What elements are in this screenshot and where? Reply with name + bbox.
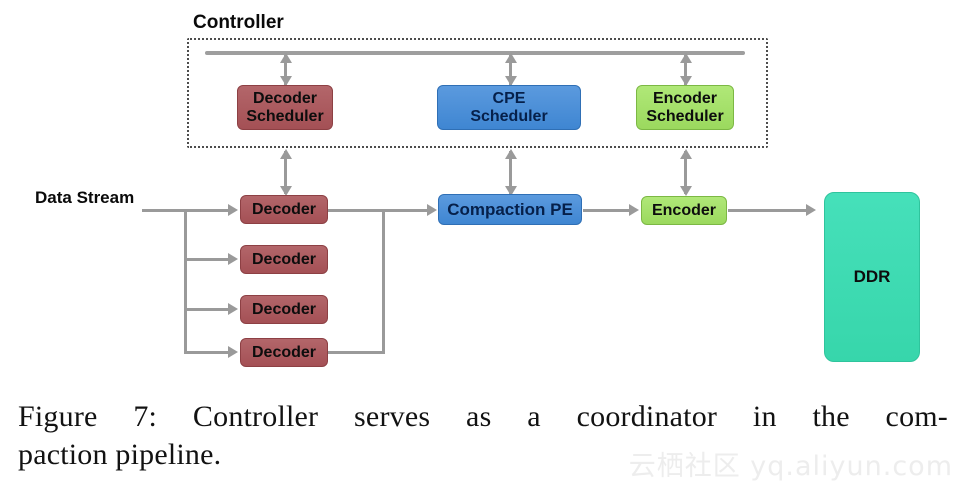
encoder-to-ddr-line: [728, 209, 806, 212]
bus-to-encoder-scheduler-arrow-down: [680, 76, 692, 86]
bus-to-cpe-scheduler-arrow-down: [505, 76, 517, 86]
controller-label: Controller: [193, 12, 284, 33]
decoder-box-1[interactable]: Decoder: [240, 195, 328, 224]
controller-bus-line: [205, 51, 745, 55]
decoder-scheduler-to-decoder-arrow-up: [280, 149, 292, 159]
data-stream-input-arrow: [228, 204, 238, 216]
caption-line-2: paction pipeline.: [18, 438, 222, 472]
encoder-scheduler-to-encoder-arrow-down: [680, 186, 692, 196]
encoder-scheduler-to-encoder-line: [684, 151, 687, 194]
bus-to-decoder-scheduler-line: [284, 55, 287, 85]
branch-line-decoder-4: [184, 351, 228, 354]
compaction-pe-to-encoder-line: [583, 209, 629, 212]
bus-to-decoder-scheduler-arrow-up: [280, 53, 292, 63]
encoder-scheduler-to-encoder-arrow-up: [680, 149, 692, 159]
encoder-to-ddr-arrow: [806, 204, 816, 216]
branch-arrow-decoder-4: [228, 346, 238, 358]
watermark: 云栖社区 yq.aliyun.com: [628, 451, 953, 482]
decoder-distribution-bus: [184, 209, 187, 354]
branch-line-decoder-3: [184, 308, 228, 311]
decoder-1-output-line: [328, 209, 432, 212]
compaction-pe-box[interactable]: Compaction PE: [438, 194, 582, 225]
decoder-scheduler-box[interactable]: Decoder Scheduler: [237, 85, 333, 130]
decoder-4-output-line: [328, 351, 385, 354]
branch-arrow-decoder-2: [228, 253, 238, 265]
encoder-scheduler-box[interactable]: Encoder Scheduler: [636, 85, 734, 130]
cpe-scheduler-to-compaction-pe-arrow-down: [505, 186, 517, 196]
decoder-box-2[interactable]: Decoder: [240, 245, 328, 274]
bus-to-encoder-scheduler-line: [684, 55, 687, 85]
decoder-merge-bus: [382, 209, 385, 354]
cpe-scheduler-to-compaction-pe-arrow-up: [505, 149, 517, 159]
bus-to-cpe-scheduler-arrow-up: [505, 53, 517, 63]
decoder-scheduler-to-decoder-line: [284, 151, 287, 194]
bus-to-decoder-scheduler-arrow-down: [280, 76, 292, 86]
bus-to-cpe-scheduler-line: [509, 55, 512, 85]
decoder-box-3[interactable]: Decoder: [240, 295, 328, 324]
caption-line-1: Figure 7: Controller serves as a coordin…: [18, 400, 948, 433]
figure-caption: Figure 7: Controller serves as a coordin…: [18, 398, 948, 475]
ddr-box[interactable]: DDR: [824, 192, 920, 362]
branch-arrow-decoder-3: [228, 303, 238, 315]
encoder-box[interactable]: Encoder: [641, 196, 727, 225]
branch-line-decoder-2: [184, 258, 228, 261]
compaction-pe-to-encoder-arrow: [629, 204, 639, 216]
cpe-scheduler-box[interactable]: CPE Scheduler: [437, 85, 581, 130]
cpe-scheduler-to-compaction-pe-line: [509, 151, 512, 194]
data-stream-label: Data Stream: [35, 188, 135, 207]
decoder-scheduler-to-decoder-arrow-down: [280, 186, 292, 196]
decoder-box-4[interactable]: Decoder: [240, 338, 328, 367]
controller-boundary: [187, 38, 768, 148]
bus-to-encoder-scheduler-arrow-up: [680, 53, 692, 63]
decoders-to-compaction-pe-arrow: [427, 204, 437, 216]
